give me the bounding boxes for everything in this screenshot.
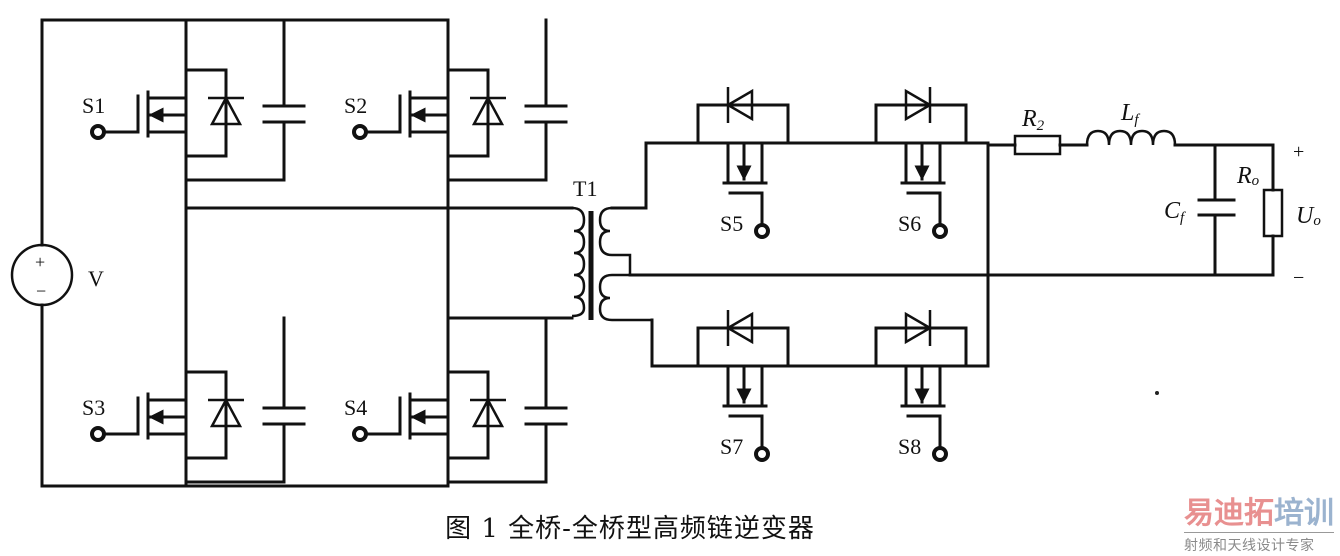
gate-terminal — [352, 124, 368, 140]
ro-label: Ro — [1236, 163, 1260, 189]
gate-terminal — [90, 124, 106, 140]
r2-label: R2 — [1021, 106, 1045, 134]
watermark-divider — [1184, 532, 1334, 533]
output-filter: R2 Lf Cf Ro Uo + − — [986, 100, 1321, 289]
switch-cell-s1: S1 — [82, 18, 306, 182]
scan-speck — [1155, 391, 1159, 395]
switch-cell-s3: S3 — [82, 316, 306, 484]
secondary-winding-lower — [598, 273, 652, 322]
secondary-winding-upper — [598, 206, 632, 275]
cf-label: Cf — [1164, 198, 1186, 226]
diode-icon — [209, 95, 243, 126]
switch-label: S4 — [344, 395, 367, 420]
load-resistor-ro — [1262, 188, 1284, 238]
gate-terminal — [932, 223, 948, 239]
switch-label: S2 — [344, 93, 367, 118]
source-plus: + — [35, 252, 45, 272]
diode-icon — [471, 397, 505, 428]
diode-icon — [725, 311, 754, 345]
transformer-t1: T1 — [571, 141, 990, 322]
watermark-brand-1: 易迪拓 — [1184, 496, 1274, 531]
diode-icon — [904, 311, 933, 345]
switch-cell-s7: S7 — [696, 310, 790, 462]
gate-terminal — [90, 426, 106, 442]
diode-icon — [725, 88, 754, 122]
gate-terminal — [932, 446, 948, 462]
dc-voltage-source: + − V — [10, 243, 104, 307]
gate-terminal — [754, 223, 770, 239]
watermark-tagline: 射频和天线设计专家 — [1184, 538, 1315, 554]
source-minus: − — [36, 281, 46, 301]
gate-terminal — [352, 426, 368, 442]
switch-label: S7 — [720, 434, 743, 459]
figure-caption: 图 1 全桥-全桥型高频链逆变器 — [445, 514, 815, 544]
source-label: V — [88, 266, 104, 291]
inductor-lf — [1085, 129, 1177, 146]
watermark-brand-2: 培训 — [1274, 496, 1334, 531]
watermark-logo: 易迪拓培训 射频和天线设计专家 — [1184, 498, 1334, 555]
output-minus: − — [1293, 267, 1304, 289]
uo-label: Uo — [1296, 203, 1321, 229]
switch-cell-s4: S4 — [344, 316, 568, 484]
switch-label: S1 — [82, 93, 105, 118]
switch-label: S8 — [898, 434, 921, 459]
diode-icon — [471, 95, 505, 126]
transformer-label: T1 — [573, 176, 597, 201]
resistor-r2 — [1013, 134, 1062, 156]
switch-cell-s6: S6 — [874, 87, 968, 239]
diode-icon — [209, 397, 243, 428]
gate-terminal — [754, 446, 770, 462]
lf-label: Lf — [1120, 100, 1140, 128]
switch-cell-s2: S2 — [344, 18, 568, 182]
primary-winding — [571, 206, 586, 318]
output-plus: + — [1293, 141, 1304, 163]
switch-label: S3 — [82, 395, 105, 420]
switch-cell-s5: S5 — [696, 87, 790, 239]
switch-cell-s8: S8 — [874, 310, 968, 462]
diode-icon — [904, 88, 933, 122]
primary-bus-wiring — [40, 18, 574, 488]
switch-label: S5 — [720, 211, 743, 236]
switch-label: S6 — [898, 211, 921, 236]
